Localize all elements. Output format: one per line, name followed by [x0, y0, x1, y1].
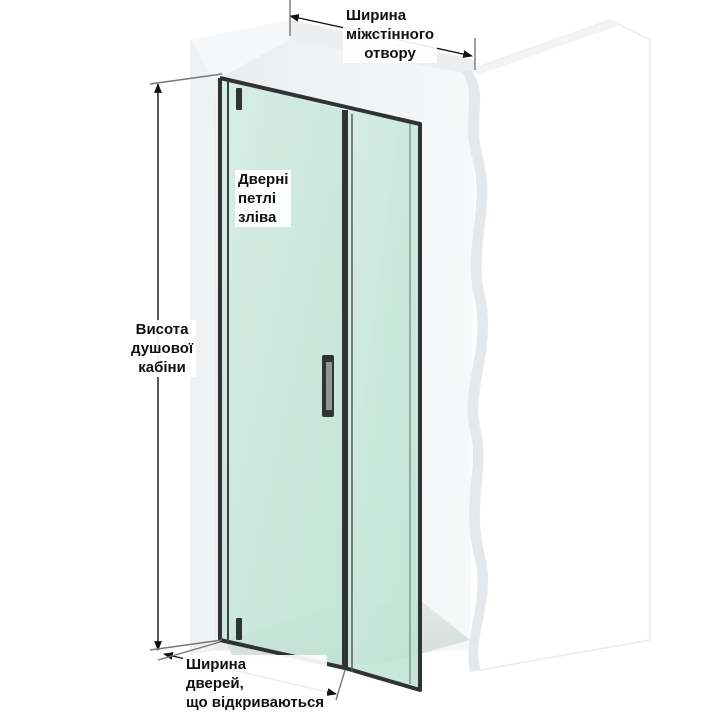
door-width-label: Ширина дверей, що відкриваються	[183, 655, 328, 712]
top-hinge	[236, 88, 242, 110]
opening-width-label: Ширина міжстінного отвору	[343, 6, 438, 63]
opening-width-line-2: міжстінного	[346, 26, 435, 43]
opening-width-line-1: Ширина	[346, 7, 407, 24]
cabin-height-line-1: Висота	[135, 321, 189, 338]
cabin-height-line-3: кабіни	[138, 359, 186, 376]
door-width-line-2: дверей,	[186, 675, 244, 692]
bottom-hinge	[236, 618, 242, 640]
opening-width-line-3: отвору	[364, 45, 416, 62]
fixed-glass-panel	[345, 110, 420, 690]
cabin-height-label: Висота душової кабіни	[128, 320, 197, 377]
hinges-line-2: петлі	[238, 190, 277, 207]
left-wall	[190, 20, 290, 655]
hinges-line-1: Дверні	[238, 171, 289, 188]
cabin-height-line-2: душової	[131, 340, 194, 357]
hinges-line-3: зліва	[238, 209, 277, 226]
shower-door	[218, 76, 422, 692]
door-width-line-3: що відкриваються	[186, 694, 325, 711]
door-width-line-1: Ширина	[186, 656, 247, 673]
right-wall	[462, 19, 651, 672]
hinges-label: Дверні петлі зліва	[235, 170, 292, 227]
door-handle	[322, 355, 334, 417]
